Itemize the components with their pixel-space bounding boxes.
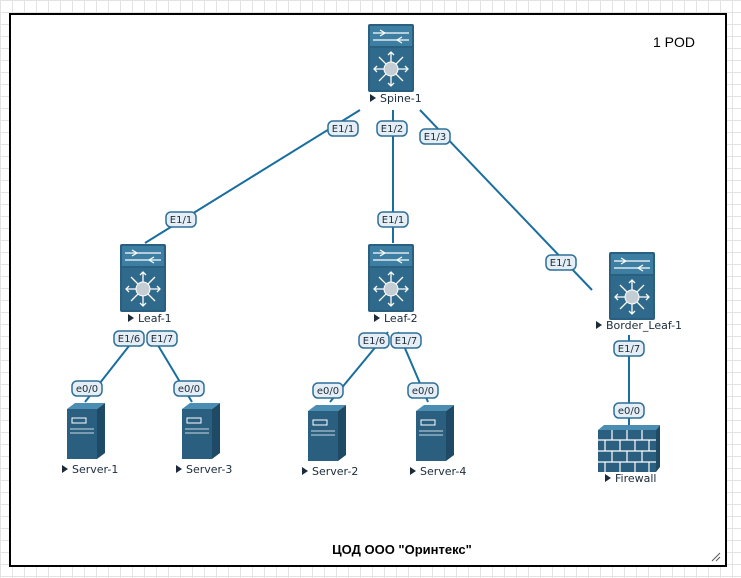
svg-text:E1/1: E1/1	[550, 258, 572, 269]
play-icon	[370, 94, 376, 102]
server-icon	[307, 404, 347, 462]
port-label: e0/0	[613, 402, 645, 419]
play-icon	[596, 321, 602, 329]
svg-text:E1/1: E1/1	[332, 124, 354, 135]
port-label: e0/0	[312, 382, 344, 399]
device-spine-1[interactable]: Spine-1	[367, 23, 422, 105]
port-label: E1/1	[165, 211, 197, 228]
device-firewall[interactable]: Firewall	[597, 424, 661, 485]
diagram-caption: ЦОД ООО "Оринтекс"	[332, 542, 472, 557]
resize-handle-icon[interactable]	[711, 552, 721, 562]
device-leaf-2[interactable]: Leaf-2	[367, 243, 418, 325]
port-label: E1/1	[545, 254, 577, 271]
server-icon	[415, 404, 455, 462]
nexus-switch-icon	[367, 23, 415, 93]
device-label: Spine-1	[380, 92, 422, 105]
svg-text:e0/0: e0/0	[76, 384, 98, 395]
play-icon	[128, 314, 134, 322]
port-label: e0/0	[407, 382, 439, 399]
port-label: E1/7	[613, 340, 645, 357]
firewall-icon	[597, 424, 661, 473]
play-icon	[605, 474, 611, 482]
server-icon	[181, 402, 221, 460]
device-label: Leaf-1	[138, 312, 172, 325]
port-label: E1/1	[377, 211, 409, 228]
nexus-switch-icon	[367, 243, 415, 313]
svg-text:E1/1: E1/1	[382, 215, 404, 226]
svg-text:E1/3: E1/3	[424, 132, 446, 143]
svg-text:E1/7: E1/7	[151, 334, 173, 345]
device-label: Leaf-2	[384, 312, 418, 325]
svg-text:e0/0: e0/0	[317, 386, 339, 397]
svg-text:e0/0: e0/0	[178, 384, 200, 395]
svg-text:e0/0: e0/0	[618, 406, 640, 417]
port-label: E1/6	[113, 330, 145, 347]
nexus-switch-icon	[119, 243, 167, 313]
svg-text:E1/6: E1/6	[363, 336, 385, 347]
device-server-2[interactable]: Server-2	[302, 404, 358, 478]
port-label: e0/0	[173, 380, 205, 397]
device-label: Server-3	[186, 463, 232, 476]
port-label: E1/7	[390, 332, 422, 349]
svg-text:E1/1: E1/1	[170, 215, 192, 226]
play-icon	[374, 314, 380, 322]
port-label: e0/0	[71, 380, 103, 397]
port-label: E1/7	[146, 330, 178, 347]
server-icon	[66, 402, 106, 460]
port-label: E1/6	[358, 332, 390, 349]
play-icon	[62, 465, 68, 473]
device-label: Server-1	[72, 463, 118, 476]
port-label: E1/1	[327, 120, 359, 137]
svg-text:E1/7: E1/7	[618, 344, 640, 355]
device-label: Firewall	[615, 472, 656, 485]
device-label: Server-4	[420, 465, 466, 478]
svg-text:E1/6: E1/6	[118, 334, 140, 345]
pod-label: 1 POD	[653, 34, 695, 50]
play-icon	[176, 465, 182, 473]
device-border-leaf-1[interactable]: Border_Leaf-1	[596, 251, 682, 332]
port-label: E1/2	[376, 120, 408, 137]
play-icon	[302, 467, 308, 475]
device-server-3[interactable]: Server-3	[176, 402, 232, 476]
nexus-switch-icon	[608, 251, 656, 321]
device-server-4[interactable]: Server-4	[410, 404, 466, 478]
device-label: Border_Leaf-1	[606, 319, 682, 332]
svg-text:E1/2: E1/2	[381, 124, 403, 135]
device-server-1[interactable]: Server-1	[62, 402, 118, 476]
port-label: E1/3	[419, 128, 451, 145]
device-leaf-1[interactable]: Leaf-1	[119, 243, 172, 325]
device-label: Server-2	[312, 465, 358, 478]
svg-text:e0/0: e0/0	[412, 386, 434, 397]
svg-text:E1/7: E1/7	[395, 336, 417, 347]
play-icon	[410, 467, 416, 475]
